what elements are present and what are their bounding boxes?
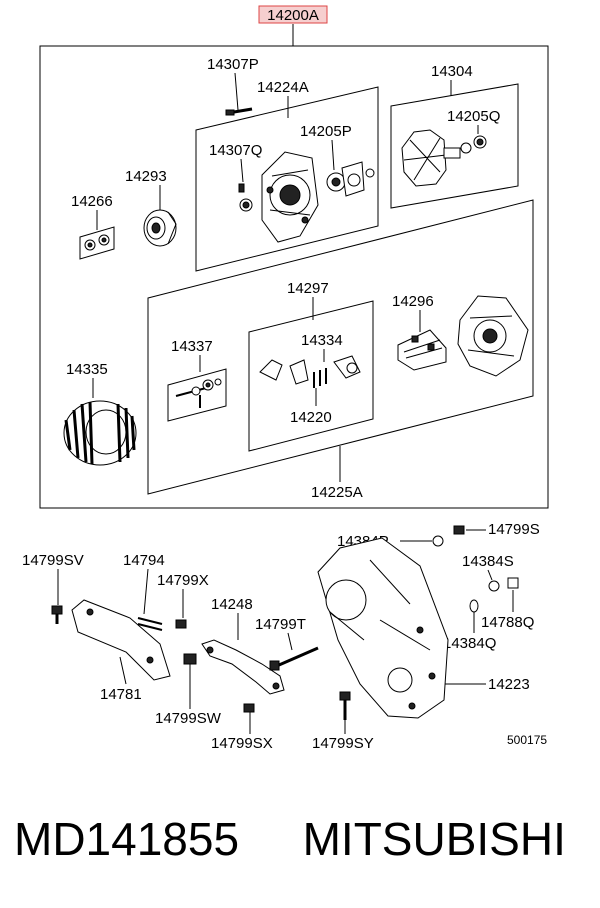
nut-washer-14266-icon [84,234,110,251]
label-14799SW[interactable]: 14799SW [155,710,222,727]
pulley-14293-icon [143,209,177,247]
part-number: MD141855 [14,813,240,865]
panel-14337 [167,368,227,422]
label-14205Q[interactable]: 14205Q [447,108,500,125]
label-14266[interactable]: 14266 [71,193,113,210]
bolt-14799T-icon [269,646,319,671]
panel-14220 [248,300,374,452]
screw-14307Q-icon [238,183,253,212]
label-14307Q[interactable]: 14307Q [209,142,262,159]
bolt-14799SY-icon [339,691,351,720]
label-14799X[interactable]: 14799X [157,572,209,589]
label-14334[interactable]: 14334 [301,332,343,349]
label-14799T[interactable]: 14799T [255,616,306,633]
label-14799SY[interactable]: 14799SY [312,735,374,752]
washer-14384S-icon [488,580,500,592]
label-14799S[interactable]: 14799S [488,521,540,538]
rectifier-14296-icon [397,329,447,371]
washer-14384P-icon [432,535,444,547]
panel-14304 [390,83,519,209]
label-14220[interactable]: 14220 [290,409,332,426]
adjust-bar-14248-icon [201,639,285,695]
brush-holder-14220-icon [259,359,327,388]
front-bracket-14224A-icon [261,151,319,243]
label-14224A[interactable]: 14224A [257,79,309,96]
bolt-14799SW-icon [183,653,197,665]
brand-name: MITSUBISHI [302,813,566,865]
label-14304[interactable]: 14304 [431,63,473,80]
reference-number: 500175 [507,733,547,747]
label-14307P[interactable]: 14307P [207,56,259,73]
panel-14266 [79,226,115,260]
label-14799SX[interactable]: 14799SX [211,735,273,752]
outer-frame [39,45,549,509]
label-14335[interactable]: 14335 [66,361,108,378]
panel-14225A [147,199,534,495]
label-14248[interactable]: 14248 [211,596,253,613]
bracket-14781-icon [71,599,171,681]
rotor-14304-icon [401,129,487,187]
main-assembly-label[interactable]: 14200A [267,7,319,24]
label-14297[interactable]: 14297 [287,280,329,297]
regulator-14334-icon [333,355,361,379]
label-14225A[interactable]: 14225A [311,484,363,501]
stator-14335-icon [63,400,137,466]
label-14223[interactable]: 14223 [488,676,530,693]
bolt-14799X-icon [175,619,187,629]
pin-14794-icon [137,617,163,631]
label-14384Q[interactable]: 14384Q [443,635,496,652]
label-14205P[interactable]: 14205P [300,123,352,140]
label-14781[interactable]: 14781 [100,686,142,703]
washer-14384Q-icon [469,599,479,613]
label-14296[interactable]: 14296 [392,293,434,310]
cover-14223-icon [317,537,449,719]
bearing-14205P-icon [326,161,375,197]
bolt-14799SX-icon [243,703,255,713]
bolt-set-14337-icon [175,378,222,408]
label-14337[interactable]: 14337 [171,338,213,355]
screw-14307P-icon [225,107,253,116]
main-assembly-highlight [258,5,328,24]
panel-14224A [195,86,379,272]
nut-14788Q-icon [507,577,519,589]
label-14384S[interactable]: 14384S [462,553,514,570]
label-14788Q[interactable]: 14788Q [481,614,534,631]
rear-bracket-icon [457,295,529,377]
bolt-14799S-icon [453,525,465,535]
footer-caption: MD141855 MITSUBISHI [14,812,566,866]
label-14293[interactable]: 14293 [125,168,167,185]
label-14794[interactable]: 14794 [123,552,165,569]
bolt-14799SV-icon [51,605,63,624]
label-14799SV[interactable]: 14799SV [22,552,84,569]
